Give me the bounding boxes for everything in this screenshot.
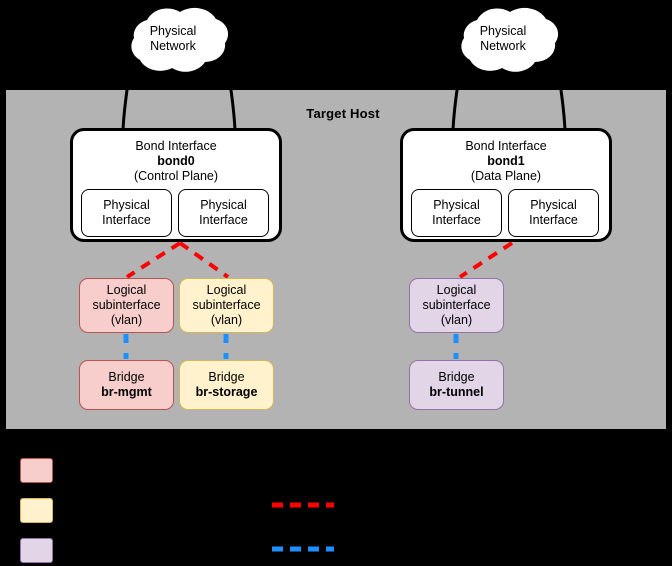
bridge-links [123,334,459,359]
bond0-nic1-line1: Physical [103,198,150,212]
logical-subinterface-mgmt[interactable]: Logical subinterface (vlan) [79,278,174,333]
bridge-mgmt-line1: Bridge [108,370,145,384]
subinterface-mgmt-line2: subinterface [92,298,161,312]
bridge-mgmt-name: br-mgmt [101,385,152,399]
legend-swatch-mgmt [20,458,53,483]
subinterface-storage-line2: subinterface [192,298,261,312]
bond0-physical-interface-2[interactable]: Physical Interface [178,189,269,237]
vlan-link-bond0-to-storage [178,241,230,279]
bond1-role: (Data Plane) [470,169,542,183]
bond1-nic2-line2: Interface [529,213,578,227]
bond0-role: (Control Plane) [133,169,219,183]
bond1-nic1-line2: Interface [432,213,481,227]
cloud-right-line2: Network [480,39,526,53]
subinterface-tunnel-line1: Logical [436,283,477,297]
bond1-id: bond1 [487,154,525,168]
bond0-nic1-line2: Interface [102,213,151,227]
logical-subinterface-tunnel[interactable]: Logical subinterface (vlan) [409,278,504,333]
cloud-right-label: Physical Network [448,24,558,54]
bridge-storage-line1: Bridge [208,370,245,384]
legend-swatch-tunnel [20,538,53,563]
subinterface-storage-line3: (vlan) [210,313,243,327]
vlan-link-bond0-to-mgmt [125,241,182,279]
bond1-title: Bond Interface [465,139,547,153]
bond1-nic1-line1: Physical [433,198,480,212]
subinterface-tunnel-line2: subinterface [422,298,491,312]
bond-interface-bond0[interactable]: Bond Interface bond0 (Control Plane) Phy… [70,128,282,242]
subinterface-storage-line1: Logical [206,283,247,297]
subinterface-mgmt-line1: Logical [106,283,147,297]
bond1-nic2-line1: Physical [530,198,577,212]
cloud-right-line1: Physical [479,24,527,38]
bridge-tunnel-line1: Bridge [438,370,475,384]
subinterface-mgmt-line3: (vlan) [110,313,143,327]
bridge-br-tunnel[interactable]: Bridge br-tunnel [409,360,504,410]
legend-line-samples [272,502,334,552]
subinterface-tunnel-line3: (vlan) [440,313,473,327]
bond0-physical-interface-1[interactable]: Physical Interface [81,189,172,237]
logical-subinterface-storage[interactable]: Logical subinterface (vlan) [179,278,274,333]
cloud-left-line2: Network [150,39,196,53]
bridge-storage-name: br-storage [195,385,258,399]
cloud-left-label: Physical Network [118,24,228,54]
vlan-links [125,241,514,279]
legend-swatch-storage [20,498,53,523]
bond0-title: Bond Interface [135,139,217,153]
cloud-left-line1: Physical [149,24,197,38]
target-host-label: Target Host [306,106,380,121]
bond0-id: bond0 [157,154,195,168]
bond0-title-block: Bond Interface bond0 (Control Plane) [73,139,279,184]
bridge-br-storage[interactable]: Bridge br-storage [179,360,274,410]
bond1-physical-interface-1[interactable]: Physical Interface [411,189,502,237]
bridge-tunnel-name: br-tunnel [429,385,484,399]
cloud-right-shape [461,7,559,72]
bond0-nic2-line2: Interface [199,213,248,227]
bond0-nic2-line1: Physical [200,198,247,212]
bridge-br-mgmt[interactable]: Bridge br-mgmt [79,360,174,410]
vlan-link-bond1-to-tunnel [458,241,514,279]
bond1-title-block: Bond Interface bond1 (Data Plane) [403,139,609,184]
bond-interface-bond1[interactable]: Bond Interface bond1 (Data Plane) Physic… [400,128,612,242]
bond1-physical-interface-2[interactable]: Physical Interface [508,189,599,237]
cloud-left-shape [131,7,229,72]
